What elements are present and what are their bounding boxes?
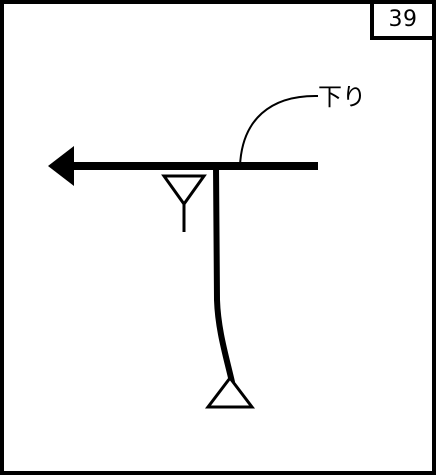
signal-y-icon [161, 174, 207, 232]
page-number-box: 39 [370, 4, 432, 40]
label-leader-curve [239, 94, 319, 167]
triangle-outline-icon [204, 375, 256, 409]
branch-track-line [213, 163, 235, 385]
arrow-left-icon [48, 146, 74, 186]
direction-label: 下り [318, 83, 366, 111]
page-number: 39 [388, 7, 418, 32]
